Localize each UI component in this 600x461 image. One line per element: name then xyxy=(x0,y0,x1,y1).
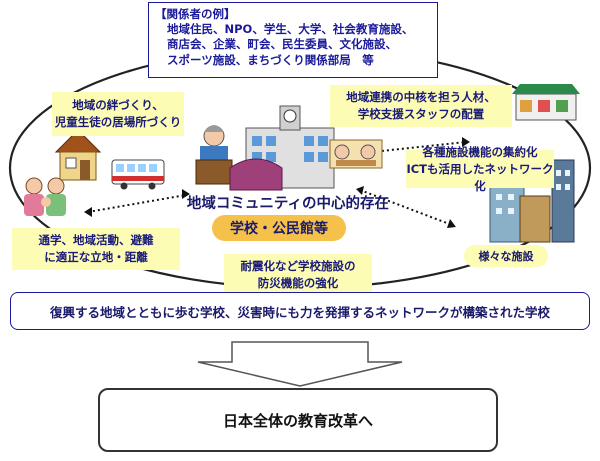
arrow-right-down xyxy=(359,189,453,226)
stakeholder-line: 商店会、企業、町会、民生委員、文化施設、 xyxy=(167,37,397,52)
arrowhead xyxy=(182,189,190,199)
label-staff-placement: 地域連携の中核を担う人材、 学校支援スタッフの配置 xyxy=(330,85,512,127)
house-icon xyxy=(54,129,102,181)
education-reform-box: 日本全体の教育改革へ xyxy=(98,388,498,452)
label-ict-network: 各種施設機能の集約化 ICTも活用したネットワーク化 xyxy=(406,144,554,193)
arrowhead xyxy=(447,219,456,228)
family-icon xyxy=(24,177,66,216)
down-arrow xyxy=(197,341,403,387)
various-facilities-badge: 様々な施設 xyxy=(464,245,548,267)
label-location-distance: 通学、地域活動、避難 に適正な立地・距離 xyxy=(12,228,180,270)
facility-buildings-icon xyxy=(489,159,575,243)
label-disaster-prevention: 耐震化など学校施設の 防災機能の強化 xyxy=(224,254,372,296)
connector-arrows xyxy=(87,141,467,226)
arrowhead xyxy=(84,207,92,217)
arrow-right-up xyxy=(371,141,467,153)
center-role-title: 地域コミュニティの中心的存在 xyxy=(186,195,390,212)
shop-icon xyxy=(512,84,580,121)
stakeholder-line: 地域住民、NPO、学生、大学、社会教育施設、 xyxy=(167,22,414,37)
students-icon xyxy=(329,139,383,169)
teacher-icon xyxy=(195,125,233,185)
arrowhead xyxy=(462,137,470,147)
stakeholder-line: スポーツ施設、まちづくり関係部局 等 xyxy=(167,52,374,67)
arrowhead xyxy=(356,186,364,195)
school-building-icon xyxy=(229,105,335,191)
stakeholder-title: 【関係者の例】 xyxy=(155,7,236,21)
stakeholder-examples-box: 【関係者の例】 地域住民、NPO、学生、大学、社会教育施設、 商店会、企業、町会… xyxy=(148,2,438,78)
arrow-left xyxy=(87,194,187,213)
bus-icon xyxy=(111,159,165,190)
school-kominkan-badge: 学校・公民館等 xyxy=(212,215,346,241)
school-vision-banner: 復興する地域とともに歩む学校、災害時にも力を発揮するネットワークが構築された学校 xyxy=(10,292,590,330)
label-community-bonds: 地域の絆づくり、 児童生徒の居場所づくり xyxy=(52,92,184,136)
